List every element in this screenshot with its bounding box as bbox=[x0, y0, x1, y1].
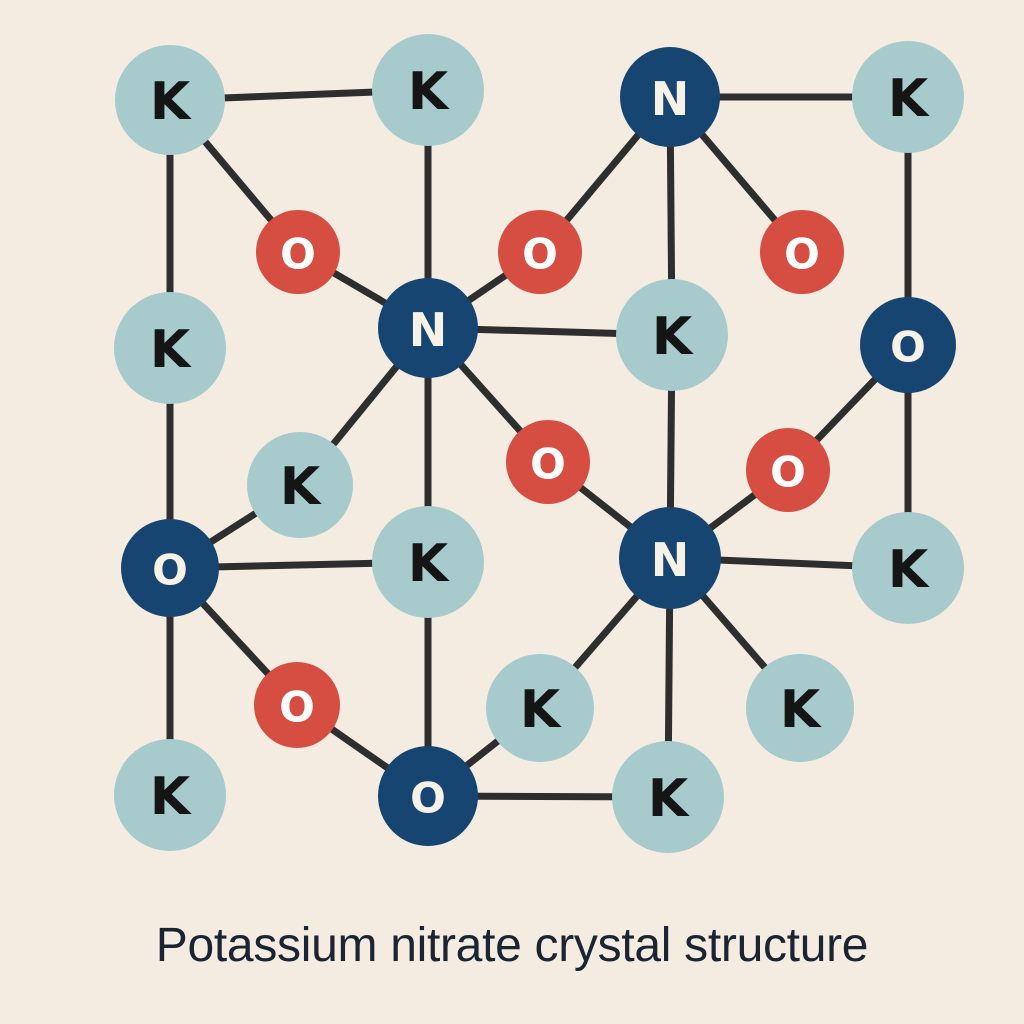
atom-circle bbox=[378, 278, 478, 378]
atom-label: O bbox=[522, 230, 558, 279]
atom-O5: O bbox=[746, 428, 830, 512]
atom-circle bbox=[612, 741, 724, 853]
atom-circle bbox=[121, 519, 219, 617]
atom-N3: N bbox=[619, 507, 721, 609]
atom-label: O bbox=[410, 774, 446, 823]
atom-circle bbox=[372, 506, 484, 618]
atom-circle bbox=[746, 654, 854, 762]
atom-K1: K bbox=[115, 45, 225, 155]
atom-label: K bbox=[150, 320, 192, 380]
atom-label: K bbox=[408, 62, 450, 122]
atom-Od1: O bbox=[860, 297, 956, 393]
atom-label: N bbox=[409, 303, 448, 357]
atom-circle bbox=[620, 47, 720, 147]
atom-label: N bbox=[651, 72, 690, 126]
atom-Od3: O bbox=[378, 746, 478, 846]
atom-label: K bbox=[652, 307, 694, 367]
atom-label: K bbox=[888, 69, 930, 129]
atom-label: K bbox=[648, 769, 690, 829]
atom-circle bbox=[114, 739, 226, 851]
atom-circle bbox=[247, 432, 353, 538]
atom-circle bbox=[619, 507, 721, 609]
atom-circle bbox=[616, 279, 728, 391]
atom-circle bbox=[378, 746, 478, 846]
atom-label: K bbox=[280, 457, 322, 517]
atom-K5: K bbox=[616, 279, 728, 391]
atom-K2: K bbox=[372, 34, 484, 146]
atom-K11: K bbox=[114, 739, 226, 851]
atom-label: O bbox=[530, 440, 566, 489]
atom-label: N bbox=[651, 533, 690, 587]
atom-circle bbox=[498, 210, 582, 294]
atom-label: O bbox=[890, 323, 926, 372]
atom-circle bbox=[506, 420, 590, 504]
atom-K10: K bbox=[746, 654, 854, 762]
atom-O6: O bbox=[254, 662, 340, 748]
atom-label: O bbox=[784, 230, 820, 279]
diagram-caption: Potassium nitrate crystal structure bbox=[155, 919, 869, 972]
atom-circle bbox=[860, 297, 956, 393]
atom-circle bbox=[852, 41, 964, 153]
atom-label: O bbox=[770, 448, 806, 497]
atom-O1: O bbox=[256, 210, 340, 294]
atom-label: K bbox=[150, 767, 192, 827]
atom-label: K bbox=[520, 680, 562, 740]
atom-label: K bbox=[408, 534, 450, 594]
atom-circle bbox=[760, 210, 844, 294]
atom-Od2: O bbox=[121, 519, 219, 617]
atom-K7: K bbox=[372, 506, 484, 618]
atom-O4: O bbox=[506, 420, 590, 504]
atom-circle bbox=[746, 428, 830, 512]
atom-label: K bbox=[150, 72, 192, 132]
atom-circle bbox=[254, 662, 340, 748]
atom-circle bbox=[114, 292, 226, 404]
atom-K8: K bbox=[852, 512, 964, 624]
atom-K3: K bbox=[852, 41, 964, 153]
atom-K12: K bbox=[612, 741, 724, 853]
atom-circle bbox=[372, 34, 484, 146]
atom-circle bbox=[115, 45, 225, 155]
atom-circle bbox=[852, 512, 964, 624]
atom-label: K bbox=[888, 540, 930, 600]
atom-K4: K bbox=[114, 292, 226, 404]
atom-circle bbox=[256, 210, 340, 294]
atom-N2: N bbox=[378, 278, 478, 378]
atom-layer: K K N K O O O K N K O K O O O K N K O K K K O K bbox=[114, 34, 964, 853]
atom-label: O bbox=[280, 230, 316, 279]
atom-O2: O bbox=[498, 210, 582, 294]
atom-K6: K bbox=[247, 432, 353, 538]
atom-circle bbox=[486, 654, 594, 762]
atom-O3: O bbox=[760, 210, 844, 294]
atom-K9: K bbox=[486, 654, 594, 762]
atom-label: O bbox=[279, 683, 315, 732]
atom-N1: N bbox=[620, 47, 720, 147]
atom-label: O bbox=[152, 546, 188, 595]
atom-label: K bbox=[780, 680, 822, 740]
